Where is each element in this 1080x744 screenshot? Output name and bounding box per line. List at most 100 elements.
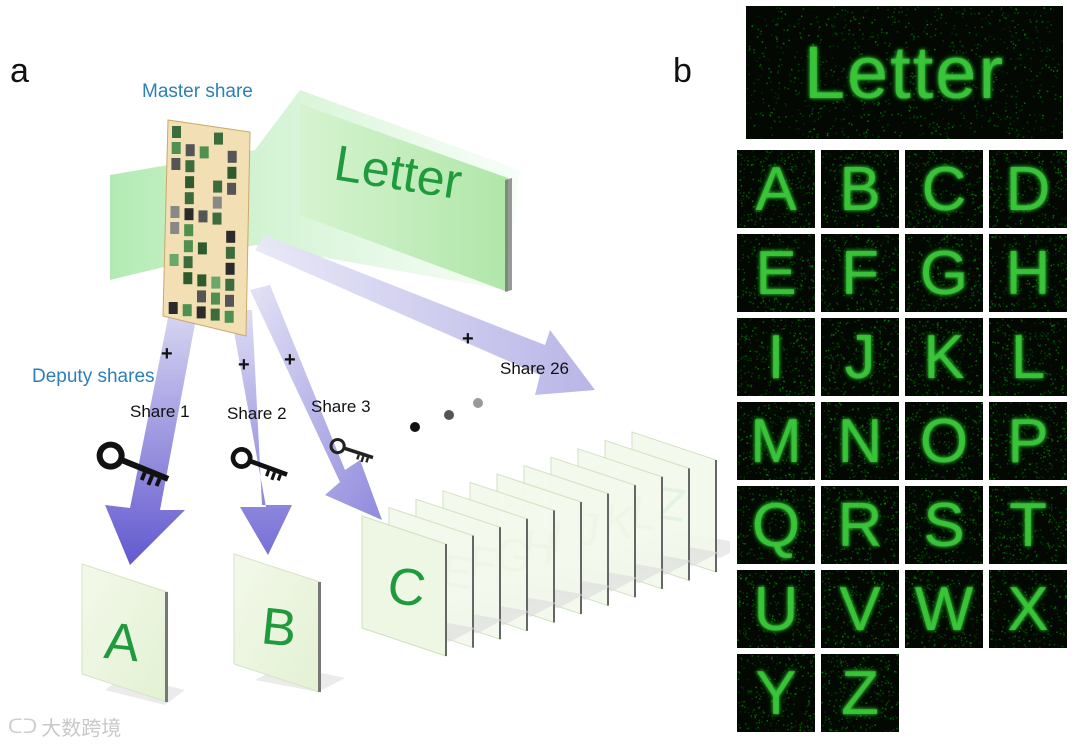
letter-tile-text: D xyxy=(1005,154,1051,224)
letter-tile-a: A xyxy=(737,150,815,228)
stack-screen-edge xyxy=(526,518,528,631)
letter-tile-text: J xyxy=(844,322,876,392)
letter-tile-x: X xyxy=(989,570,1067,648)
screen-stack: ZLKJIHGFEDC xyxy=(361,431,730,657)
stack-screen-edge xyxy=(553,510,555,623)
slm-pixel xyxy=(184,208,194,221)
letter-word-image: Letter xyxy=(746,6,1063,139)
letter-tile-m: M xyxy=(737,402,815,480)
slm-pixel xyxy=(212,196,222,209)
slm-pixel xyxy=(227,150,237,163)
letter-tile-text: A xyxy=(755,154,797,224)
ellipsis-dot xyxy=(444,410,454,420)
slm-pixel xyxy=(197,274,207,287)
letter-tile-r: R xyxy=(821,486,899,564)
plus-sign: + xyxy=(284,349,296,371)
arrow-share-2 xyxy=(230,310,292,555)
stack-screen-edge xyxy=(445,544,447,656)
letter-tile-text: F xyxy=(841,238,879,308)
letter-tile-h: H xyxy=(989,234,1067,312)
share-26-label: Share 26 xyxy=(500,359,569,378)
share-2-label: Share 2 xyxy=(227,404,287,423)
letter-tile-f: F xyxy=(821,234,899,312)
letter-tile-q: Q xyxy=(737,486,815,564)
plus-sign: + xyxy=(238,354,250,376)
slm-pixel xyxy=(211,276,221,289)
stack-screen-edge xyxy=(715,460,717,572)
stack-screen-edge xyxy=(634,485,636,598)
letter-tile-text: N xyxy=(837,406,883,476)
slm-pixel xyxy=(227,166,237,179)
slm-pixel xyxy=(199,146,209,159)
key-icon xyxy=(230,447,288,481)
slm-pixel xyxy=(183,272,193,285)
letter-tile-j: J xyxy=(821,318,899,396)
share-3-label: Share 3 xyxy=(311,397,371,416)
watermark-text: 大数跨境 xyxy=(41,716,122,740)
slm-pixel xyxy=(210,308,220,321)
letter-tile-b: B xyxy=(821,150,899,228)
slm-pixel xyxy=(224,310,234,323)
slm-pixel xyxy=(170,206,180,218)
ellipsis-dot xyxy=(473,398,483,408)
panel-a-label: a xyxy=(10,52,29,90)
stack-screen-edge xyxy=(688,468,690,581)
letter-tile-c: C xyxy=(905,150,983,228)
screen-b: B xyxy=(233,553,345,693)
deputy-shares-label: Deputy shares xyxy=(32,366,155,387)
slm-pixel xyxy=(225,246,235,259)
letter-tile-text: P xyxy=(1007,406,1049,476)
stack-screen-edge xyxy=(472,535,474,648)
letter-tile-p: P xyxy=(989,402,1067,480)
ellipsis-dot xyxy=(410,422,420,432)
letter-tile-text: L xyxy=(1010,322,1046,392)
watermark-logo-icon: ᑕᑐ xyxy=(8,716,38,738)
slm-pixel xyxy=(197,290,206,303)
slm-pixel xyxy=(172,126,181,138)
stack-screen-edge xyxy=(661,476,663,589)
slm-pixel xyxy=(196,306,206,319)
letter-tile-v: V xyxy=(821,570,899,648)
arrow-share-1 xyxy=(105,308,198,565)
arrow-share-3 xyxy=(250,285,382,520)
slm-pixel xyxy=(169,254,179,266)
slm-pixel xyxy=(185,160,195,173)
letter-tile-text: G xyxy=(919,238,969,308)
letter-word-text: Letter xyxy=(803,31,1006,114)
panel-b-label: b xyxy=(673,52,692,90)
slm-pixel xyxy=(211,292,220,305)
letter-tile-text: Y xyxy=(755,658,797,728)
slm-pixel xyxy=(225,294,234,307)
master-share-slm xyxy=(162,119,251,337)
letter-tile-text: B xyxy=(839,154,881,224)
slm-pixel xyxy=(185,144,195,157)
letter-tile-e: E xyxy=(737,234,815,312)
screen-a: A xyxy=(81,563,185,705)
letter-tile-o: O xyxy=(905,402,983,480)
stack-screen-edge xyxy=(607,493,609,606)
slm-pixel xyxy=(182,304,192,317)
slm-pixel xyxy=(213,180,223,193)
watermark: ᑕᑐ 大数跨境 xyxy=(8,712,121,741)
stack-screen-edge xyxy=(580,502,582,614)
share-1-label: Share 1 xyxy=(130,402,190,421)
letter-tile-text: K xyxy=(923,322,965,392)
letter-tile-l: L xyxy=(989,318,1067,396)
letter-tile-u: U xyxy=(737,570,815,648)
slm-pixel xyxy=(198,210,208,223)
letter-tile-text: H xyxy=(1005,238,1051,308)
slm-pixel xyxy=(214,132,223,145)
key-icon xyxy=(96,441,170,487)
letter-tile-t: T xyxy=(989,486,1067,564)
letter-tile-text: T xyxy=(1009,490,1047,560)
slm-pixel xyxy=(184,224,194,237)
letter-tile-text: W xyxy=(914,574,974,644)
letter-tile-text: M xyxy=(750,406,802,476)
slm-pixel xyxy=(226,230,236,243)
slm-pixel xyxy=(171,158,181,170)
slm-pixel xyxy=(225,262,235,275)
letter-tile-n: N xyxy=(821,402,899,480)
letter-tile-text: X xyxy=(1007,574,1049,644)
plus-sign: + xyxy=(462,328,474,350)
slm-pixel xyxy=(197,242,207,255)
